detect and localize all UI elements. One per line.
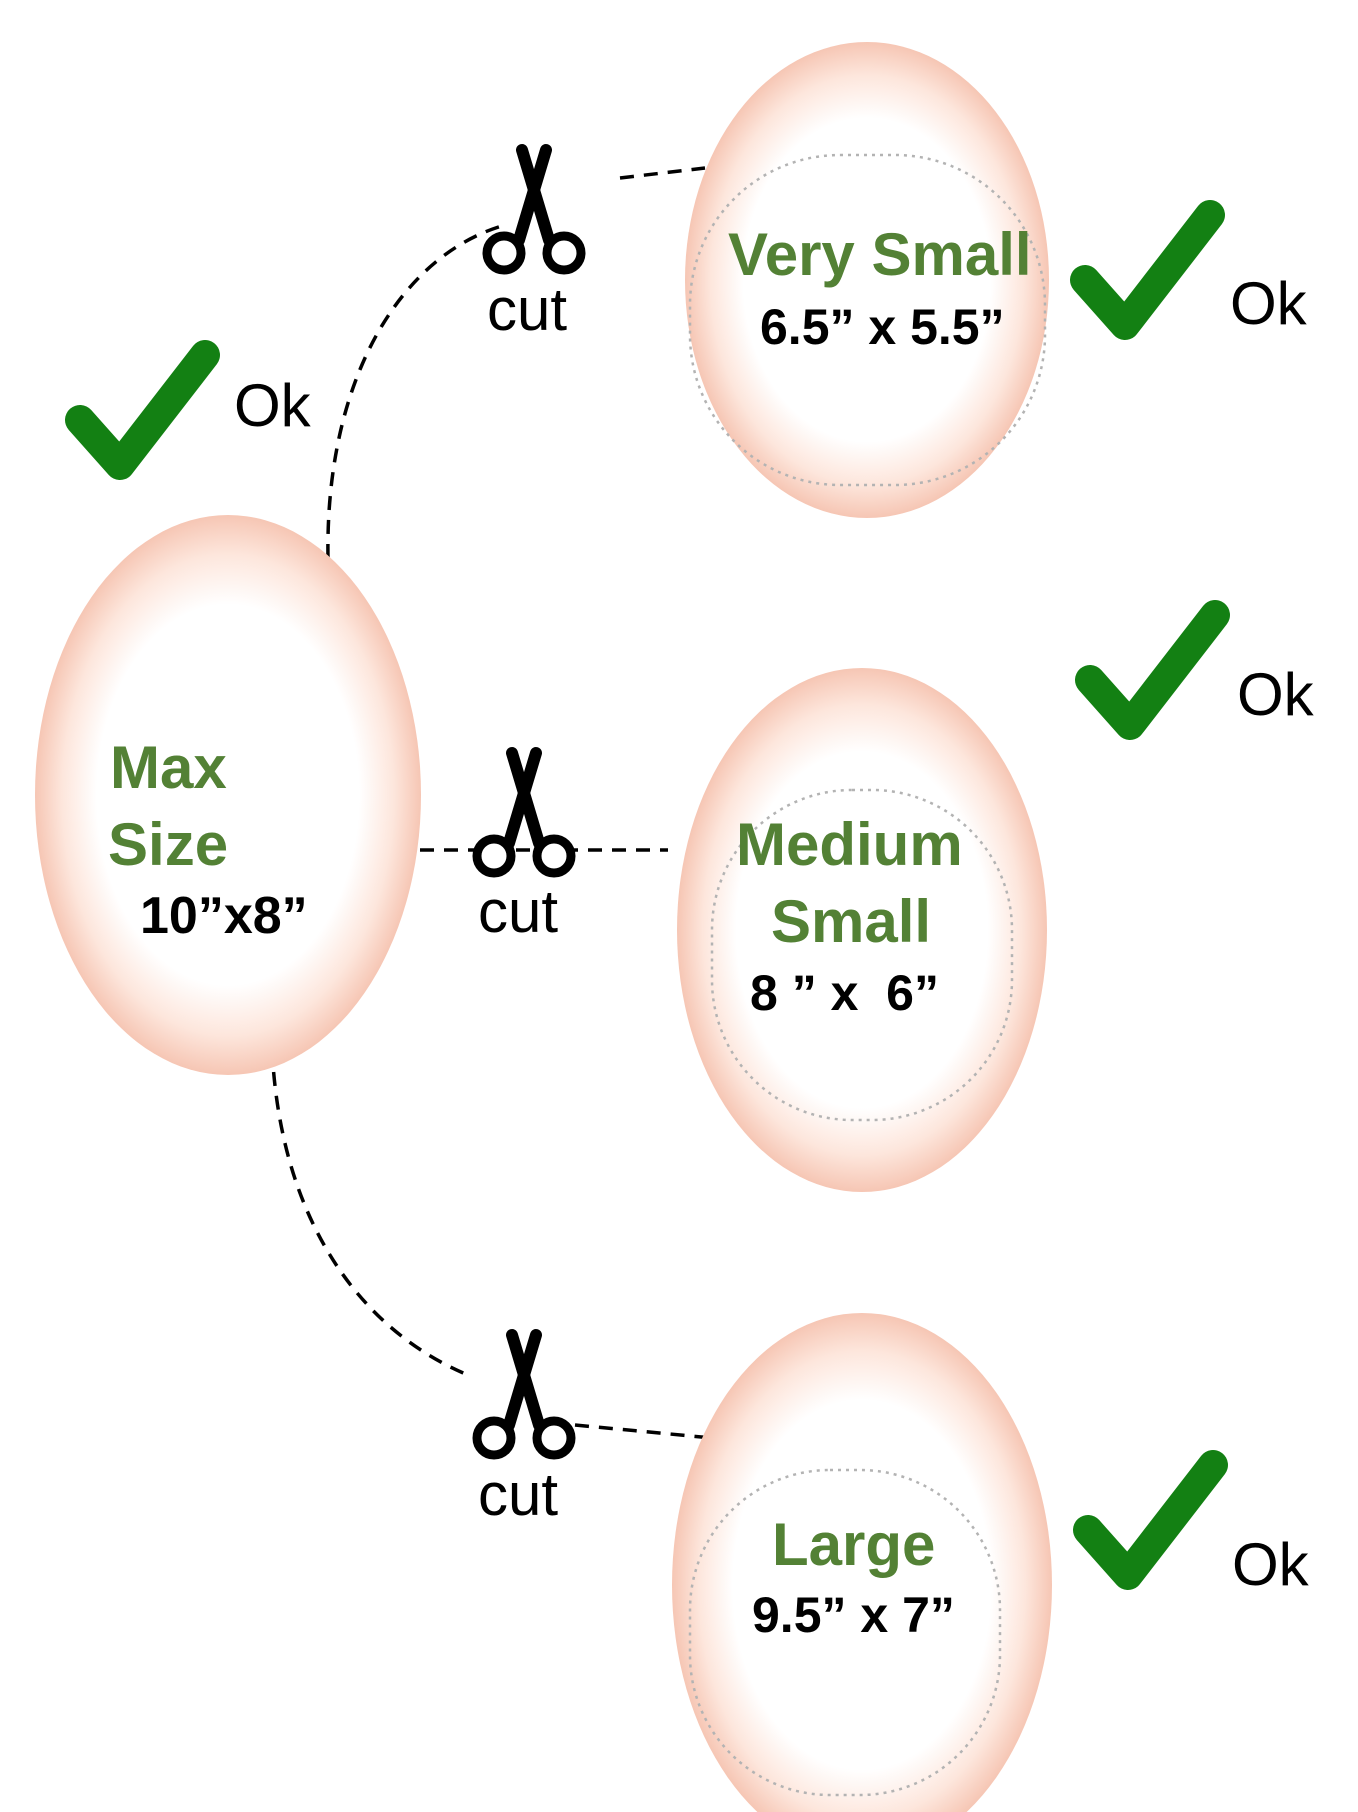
large-label: Large [772,1511,936,1578]
large-dimensions: 9.5” x 7” [752,1587,955,1643]
large-oval [672,1313,1052,1812]
very-small-oval [685,42,1049,518]
medium-small-inner-outline [710,788,1014,1122]
dashed-connector-top [326,223,506,559]
very-small-label: Very Small [728,221,1032,288]
medium-small-oval [677,668,1047,1192]
very-small-inner-outline [688,153,1047,487]
large-inner-outline [688,1468,1002,1797]
max-size-ok: Ok [234,372,311,439]
cut-label-bottom: cut [478,1461,559,1528]
max-size-label-line1: Max [110,734,227,801]
check-icon [1085,215,1210,325]
cut-label-middle: cut [478,878,559,945]
medium-small-label-line1: Medium [736,811,963,878]
very-small-dimensions: 6.5” x 5.5” [760,299,1005,355]
dashed-connector-top-right [619,166,706,180]
cut-label-top: cut [487,276,568,343]
check-icon [80,355,205,465]
dashed-connector-bottom-right [574,1423,713,1440]
check-icon [1090,615,1215,725]
dashed-connector-bottom [270,1047,469,1377]
medium-small-dimensions: 8 ” x 6” [750,965,939,1021]
scissors-icon [477,1335,571,1455]
very-small-ok: Ok [1230,270,1307,337]
max-size-label-line2: Size [108,811,229,878]
max-size-dimensions: 10”x8” [140,887,308,945]
medium-small-ok: Ok [1237,661,1314,728]
check-icon [1088,1465,1213,1575]
scissors-icon [477,753,571,873]
medium-small-label-line2: Small [771,888,932,955]
scissors-icon [487,150,581,270]
max-size-oval [35,515,421,1075]
large-ok: Ok [1232,1531,1309,1598]
